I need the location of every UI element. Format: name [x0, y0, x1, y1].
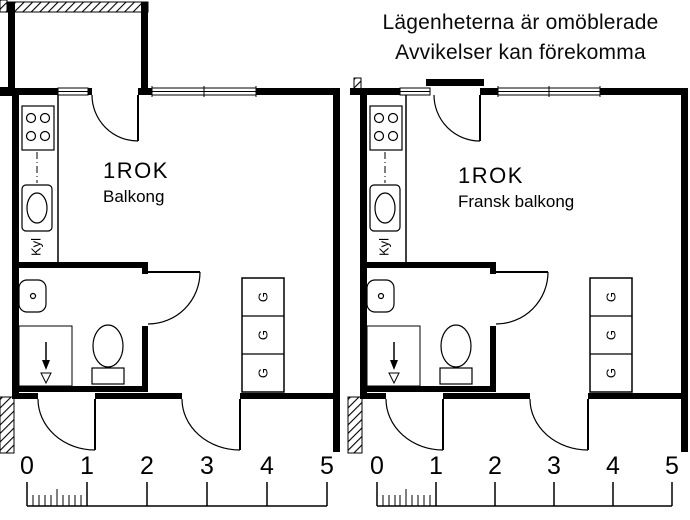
- scale-bars: 0 1 2 3 4 5: [20, 452, 679, 507]
- entrance: [12, 393, 333, 451]
- scale-number: 3: [200, 452, 214, 480]
- disclaimer-line-2: Avvikelser kan förekomma: [395, 40, 646, 64]
- scale-ticks: [376, 482, 673, 507]
- apartment-subtitle-label: Fransk balkong: [458, 192, 574, 211]
- floor-plan-left: Kyl 1ROK Balkong: [0, 0, 340, 454]
- washbasin-icon: [18, 279, 47, 313]
- entrance-door: [385, 398, 444, 451]
- fridge-label: Kyl: [29, 238, 44, 256]
- shower-icon: [18, 325, 73, 387]
- entrance-door: [37, 398, 96, 451]
- floor-plan-right: Kyl 1ROK Fransk balkong: [347, 77, 688, 454]
- scale-number: 1: [429, 452, 443, 480]
- entrance-door: [529, 398, 589, 451]
- bathroom: [12, 262, 201, 392]
- kitchen: Kyl: [21, 95, 59, 262]
- scale-number: 2: [140, 452, 154, 480]
- sink-icon: [369, 184, 401, 232]
- scale-ticks: [26, 482, 328, 507]
- scale-number: 1: [80, 452, 94, 480]
- windows: [57, 86, 257, 97]
- scale-number: 4: [606, 452, 620, 480]
- closet-label: G: [604, 330, 619, 340]
- closet-label: G: [604, 368, 619, 378]
- disclaimer: Lägenheterna är omöblerade Avvikelser ka…: [368, 8, 673, 68]
- fridge-label: Kyl: [377, 238, 392, 256]
- closet-label: G: [256, 292, 271, 302]
- kitchen: Kyl: [369, 95, 407, 262]
- windows: [399, 86, 601, 97]
- scale-bar-left: 0 1 2 3 4 5: [20, 452, 334, 507]
- stove-icon: [21, 105, 55, 151]
- washbasin-icon: [366, 279, 395, 313]
- toilet-icon: [91, 324, 125, 385]
- drain-icon: [40, 372, 52, 385]
- stove-icon: [369, 105, 403, 151]
- closet-label: G: [256, 368, 271, 378]
- outer-walls: [0, 87, 340, 454]
- closet-label: G: [256, 330, 271, 340]
- closets: G G G: [241, 277, 285, 393]
- bathroom-door: [147, 271, 201, 325]
- closet-label: G: [604, 292, 619, 302]
- apartment-type-label: 1ROK: [103, 158, 169, 183]
- scale-number: 2: [488, 452, 502, 480]
- drain-arrow-icon: [390, 360, 398, 370]
- room-label: 1ROK Fransk balkong: [458, 163, 574, 211]
- scale-number: 5: [320, 452, 334, 480]
- scale-number: 4: [260, 452, 274, 480]
- outer-walls: [347, 77, 688, 454]
- scale-number: 5: [665, 452, 679, 480]
- closets: G G G: [589, 277, 633, 393]
- balcony-door: [91, 94, 139, 142]
- scale-number: 0: [20, 452, 34, 480]
- sink-icon: [21, 184, 53, 232]
- apartment-type-label: 1ROK: [458, 163, 524, 188]
- drain-arrow-icon: [42, 360, 50, 370]
- shower-icon: [366, 325, 421, 387]
- french-balcony-door: [433, 94, 481, 142]
- drain-icon: [388, 372, 400, 385]
- apartment-subtitle-label: Balkong: [103, 187, 164, 206]
- toilet-icon: [439, 324, 473, 385]
- balcony: [0, 0, 149, 88]
- room-label: 1ROK Balkong: [103, 158, 169, 206]
- scale-bar-right: 0 1 2 3 4 5: [370, 452, 679, 507]
- entrance-door: [181, 398, 241, 451]
- floor-plans-drawing: Kyl 1ROK Balkong: [0, 0, 688, 454]
- disclaimer-line-1: Lägenheterna är omöblerade: [382, 11, 659, 34]
- bathroom: [360, 262, 549, 392]
- entrance: [360, 393, 681, 451]
- bathroom-door: [495, 271, 549, 325]
- scale-number: 3: [547, 452, 561, 480]
- scale-number: 0: [370, 452, 384, 480]
- french-balcony-railing: [426, 79, 484, 86]
